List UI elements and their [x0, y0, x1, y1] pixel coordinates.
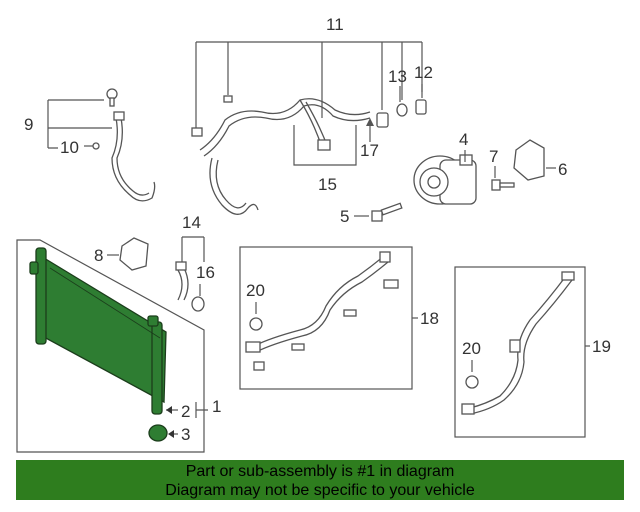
- part-6-bracket[interactable]: [513, 139, 545, 181]
- banner-line-2: Diagram may not be specific to your vehi…: [165, 482, 475, 499]
- callout-2: 2: [181, 402, 190, 421]
- box-19: [454, 266, 586, 438]
- part-19-pipe[interactable]: [461, 271, 575, 415]
- callout-8: 8: [94, 246, 103, 265]
- ac-hose-assembly[interactable]: [191, 41, 423, 215]
- banner-line-1: Part or sub-assembly is #1 in diagram: [185, 463, 455, 480]
- callout-6: 6: [558, 160, 567, 179]
- callout-13: 13: [388, 67, 407, 86]
- part-20-oring-a[interactable]: [249, 317, 263, 331]
- part-4-compressor[interactable]: [413, 154, 477, 205]
- callout-5: 5: [340, 207, 349, 226]
- part-3-dryer-cap[interactable]: [148, 424, 168, 442]
- part-7-bolt[interactable]: [491, 179, 515, 191]
- part-5-bolt[interactable]: [371, 202, 403, 222]
- callout-16: 16: [196, 263, 215, 282]
- callout-19: 19: [592, 337, 611, 356]
- callout-10: 10: [60, 138, 79, 157]
- callout-3: 3: [181, 425, 190, 444]
- info-banner: Part or sub-assembly is #1 in diagram Di…: [16, 460, 624, 500]
- part-10-hose[interactable]: [92, 111, 156, 202]
- part-12-valve-cap[interactable]: [415, 99, 427, 115]
- callout-12: 12: [414, 63, 433, 82]
- part-14-pipe[interactable]: [175, 261, 189, 301]
- part-13-oring[interactable]: [396, 103, 408, 117]
- callout-9: 9: [24, 115, 33, 134]
- part-9-bolt[interactable]: [106, 88, 118, 107]
- callout-1: 1: [212, 397, 221, 416]
- callout-17: 17: [360, 141, 379, 160]
- callout-7: 7: [489, 147, 498, 166]
- callout-11: 11: [326, 15, 344, 34]
- callout-15: 15: [318, 175, 337, 194]
- part-16-oring[interactable]: [191, 296, 205, 312]
- callout-18: 18: [420, 309, 439, 328]
- parts-diagram: 11 13 12 15 17 9 10 4: [16, 15, 611, 453]
- callout-14: 14: [182, 213, 201, 232]
- callout-20-b: 20: [462, 339, 481, 358]
- part-20-oring-b[interactable]: [465, 375, 479, 389]
- part-1-condenser[interactable]: [29, 247, 167, 415]
- part-11-sensor[interactable]: [376, 112, 389, 128]
- part-18-pipe[interactable]: [245, 251, 399, 371]
- part-8-bracket[interactable]: [119, 237, 149, 271]
- callout-4: 4: [459, 130, 468, 149]
- callout-20-a: 20: [246, 281, 265, 300]
